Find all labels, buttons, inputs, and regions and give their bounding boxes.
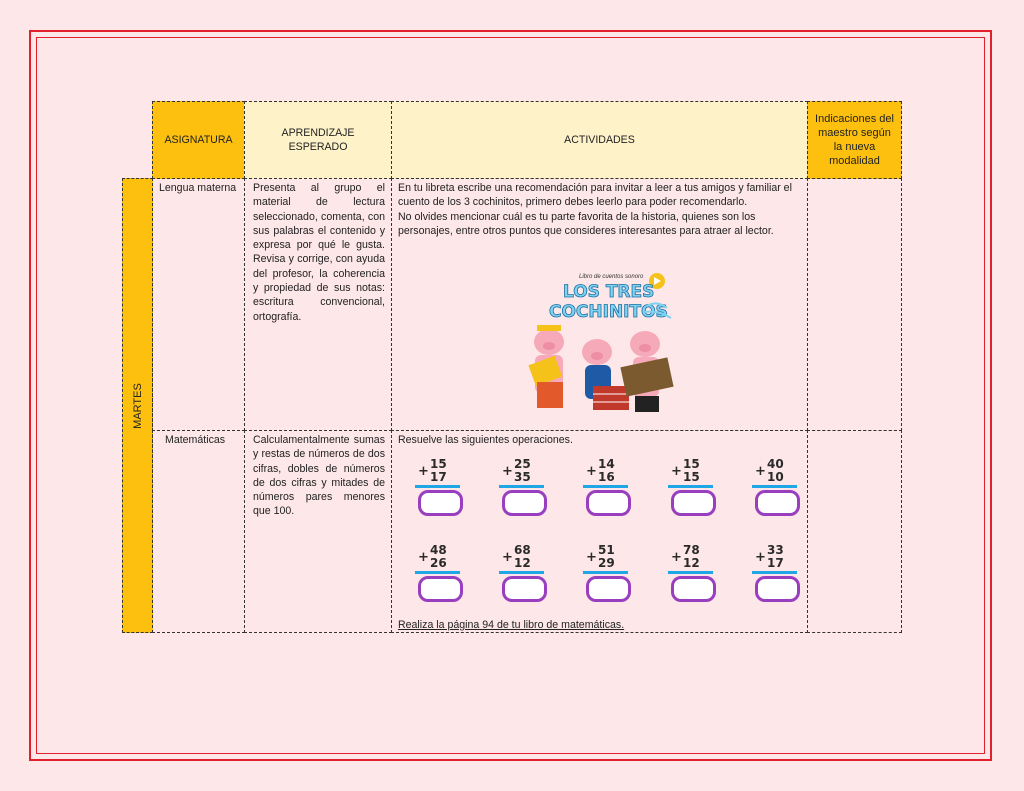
answer-box[interactable]: [502, 576, 547, 602]
sum-line: [583, 485, 628, 488]
addend-2: 17: [767, 556, 784, 570]
addend-1: 15: [430, 457, 447, 471]
header-asignatura: ASIGNATURA: [152, 101, 245, 179]
sum-line: [668, 571, 713, 574]
addend-2: 29: [598, 556, 615, 570]
plus-sign: +: [671, 550, 682, 565]
answer-box[interactable]: [586, 490, 631, 516]
addend-1: 78: [683, 543, 700, 557]
plus-sign: +: [671, 464, 682, 479]
plus-sign: +: [418, 464, 429, 479]
sum-line: [415, 485, 460, 488]
plus-sign: +: [586, 464, 597, 479]
day-label: MARTES: [131, 382, 144, 429]
row2-indicaciones: [807, 430, 902, 633]
plus-sign: +: [502, 550, 513, 565]
answer-box[interactable]: [418, 576, 463, 602]
book-title-line1: LOS TRES: [563, 282, 654, 302]
sum-line: [668, 485, 713, 488]
row2-aprendizaje-text: Calculamentalmente sumas y restas de núm…: [253, 434, 385, 518]
addend-2: 17: [430, 470, 447, 484]
plus-sign: +: [755, 550, 766, 565]
addend-1: 40: [767, 457, 784, 471]
addend-1: 48: [430, 543, 447, 557]
row1-actividades-p1: En tu libreta escribe una recomendación …: [398, 182, 792, 209]
header-indicaciones-text: Indicaciones del maestro según la nueva …: [815, 113, 894, 167]
book-title-line2: COCHINITOS: [549, 302, 668, 322]
addend-1: 51: [598, 543, 615, 557]
addend-2: 35: [514, 470, 531, 484]
row1-actividades-p2: No olvides mencionar cuál es tu parte fa…: [398, 210, 774, 237]
page-frame-inner: [36, 37, 985, 754]
sum-line: [499, 571, 544, 574]
answer-box[interactable]: [671, 576, 716, 602]
header-asignatura-text: ASIGNATURA: [164, 133, 233, 146]
addend-1: 14: [598, 457, 615, 471]
row2-aprendizaje: Calculamentalmente sumas y restas de núm…: [244, 430, 392, 633]
sum-line: [499, 485, 544, 488]
sound-icon: [654, 277, 661, 285]
answer-box[interactable]: [755, 576, 800, 602]
row1-indicaciones: [807, 178, 902, 431]
book-cover-image: Libro de cuentos sonoro LOS TRES COCHINI…: [527, 270, 677, 420]
addend-1: 25: [514, 457, 531, 471]
addend-2: 26: [430, 556, 447, 570]
answer-box[interactable]: [586, 576, 631, 602]
plus-sign: +: [755, 464, 766, 479]
addend-1: 68: [514, 543, 531, 557]
addend-2: 10: [767, 470, 784, 484]
page-frame-outer: [29, 30, 992, 761]
row2-actividades-footer: Realiza la página 94 de tu libro de mate…: [398, 619, 625, 631]
row1-aprendizaje-text: Presenta al grupo el material de lectura…: [253, 182, 385, 323]
header-aprendizaje-text: APRENDIZAJE ESPERADO: [281, 126, 355, 153]
addend-2: 16: [598, 470, 615, 484]
answer-box[interactable]: [671, 490, 716, 516]
sum-line: [583, 571, 628, 574]
answer-box[interactable]: [755, 490, 800, 516]
day-cell: MARTES: [122, 178, 153, 633]
plus-sign: +: [418, 550, 429, 565]
sum-line: [752, 571, 797, 574]
addend-1: 15: [683, 457, 700, 471]
row1-asignatura: Lengua materna: [152, 178, 245, 431]
addend-2: 12: [514, 556, 531, 570]
row1-actividades: En tu libreta escribe una recomendación …: [391, 178, 808, 431]
row2-asignatura-text: Matemáticas: [165, 434, 226, 446]
row1-asignatura-text: Lengua materna: [159, 182, 237, 194]
sum-line: [415, 571, 460, 574]
book-subtitle: Libro de cuentos sonoro: [579, 274, 644, 280]
row2-asignatura: Matemáticas: [152, 430, 245, 633]
plus-sign: +: [502, 464, 513, 479]
row1-aprendizaje: Presenta al grupo el material de lectura…: [244, 178, 392, 431]
header-indicaciones: Indicaciones del maestro según la nueva …: [807, 101, 902, 179]
plus-sign: +: [586, 550, 597, 565]
answer-box[interactable]: [502, 490, 547, 516]
header-aprendizaje: APRENDIZAJE ESPERADO: [244, 101, 392, 179]
answer-box[interactable]: [418, 490, 463, 516]
addend-1: 33: [767, 543, 784, 557]
addend-2: 12: [683, 556, 700, 570]
header-actividades: ACTIVIDADES: [391, 101, 808, 179]
addend-2: 15: [683, 470, 700, 484]
sum-line: [752, 485, 797, 488]
row2-actividades-intro: Resuelve las siguientes operaciones.: [398, 434, 573, 446]
header-actividades-text: ACTIVIDADES: [564, 133, 635, 146]
